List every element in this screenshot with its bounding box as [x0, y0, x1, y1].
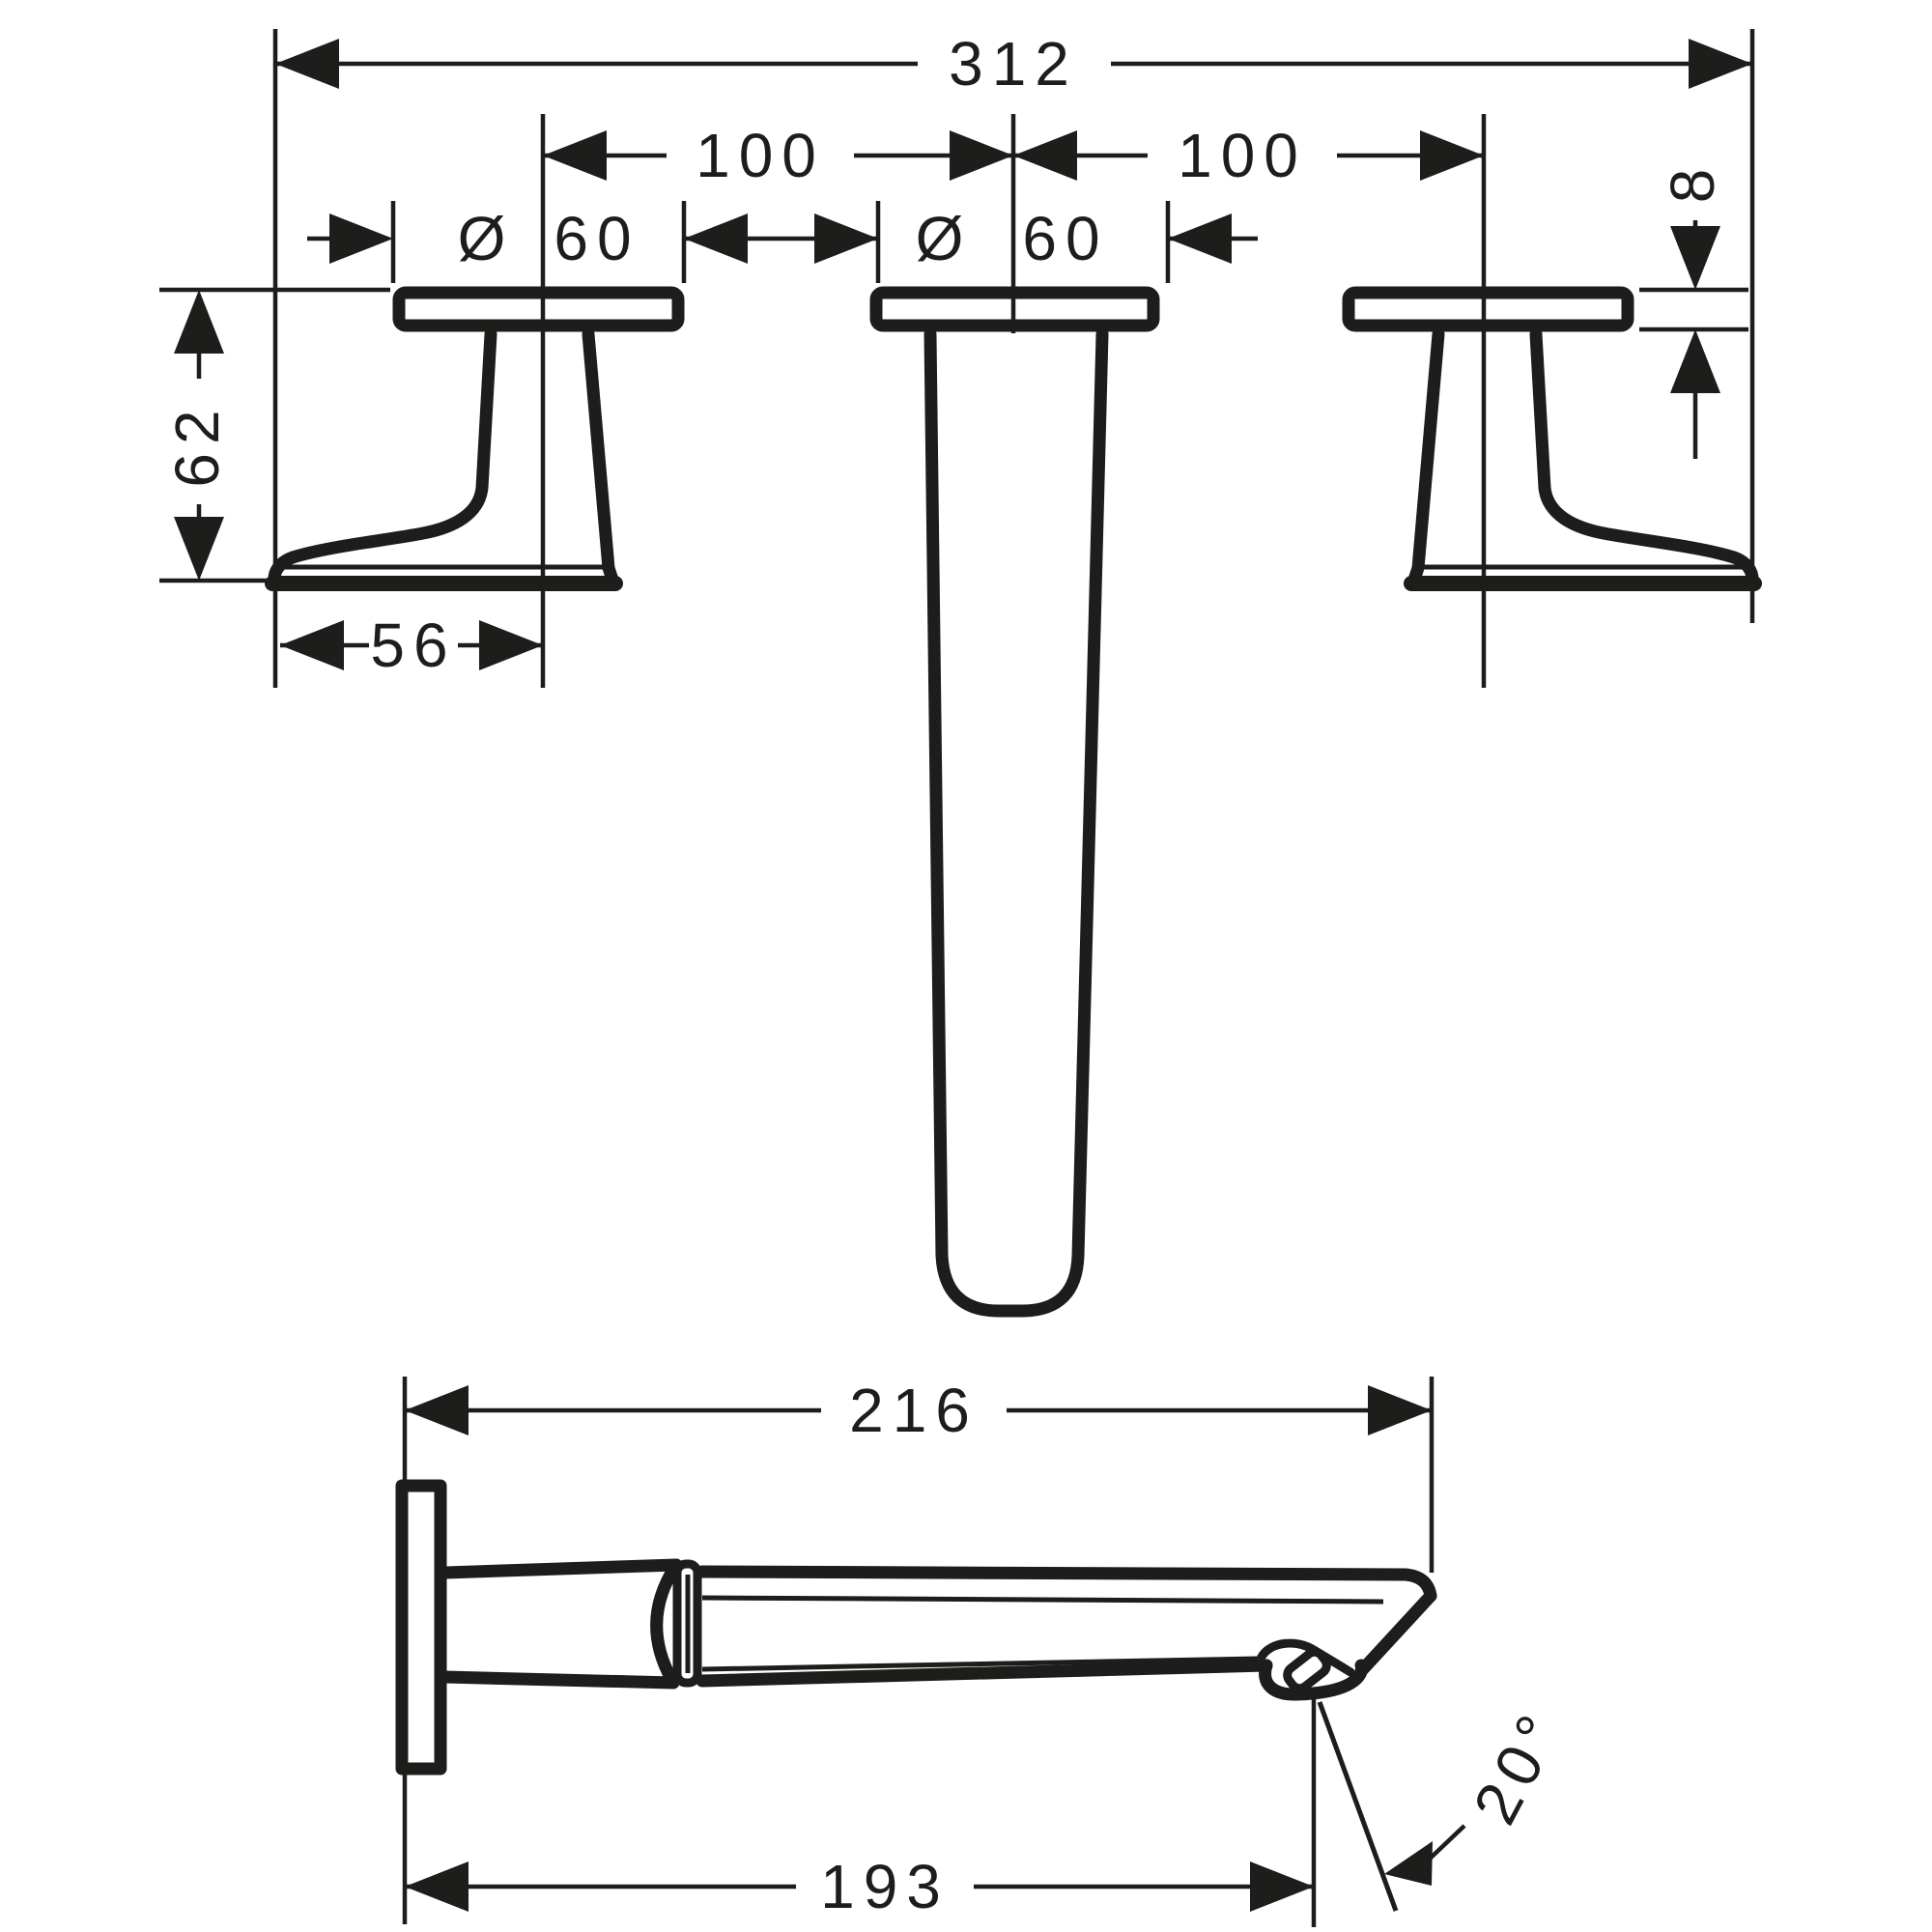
arrowhead [1384, 1841, 1433, 1886]
spout-side [395, 1479, 1437, 1776]
spout-body-end-arc [650, 1558, 683, 1686]
left-handle-grip-outline [268, 327, 497, 588]
spout-joint-ring [672, 1559, 702, 1688]
dim-spout-projection-label: 216 [849, 1376, 979, 1445]
dim-overall-width: 312 [275, 29, 1752, 99]
spout-tube-inner-bottom-line [701, 1656, 1259, 1672]
dim-handle-projection-label: 62 [162, 401, 232, 487]
wall-escutcheon-side [395, 1479, 447, 1776]
dim-aerator-distance: 193 [405, 1852, 1314, 1921]
dim-handle-grip-length: 56 [280, 611, 543, 680]
dim-right-spacing: 100 [1013, 121, 1484, 190]
spout-escutcheon-cap [869, 286, 1160, 332]
spout-tube-inner-top-line [701, 1595, 1384, 1605]
dim-left-escutcheon-diameter-value: 60 [554, 204, 639, 273]
dim-center-escutcheon-diameter-symbol: Ø [916, 204, 973, 273]
spout-tip-cut-edge [1354, 1589, 1437, 1678]
dim-center-escutcheon-diameter-value: 60 [1022, 204, 1108, 273]
aerator-face [1283, 1647, 1331, 1693]
right-escutcheon-cap [1342, 286, 1634, 332]
angle-reference-line [1317, 1701, 1399, 1912]
side-view: 216 193 20° [395, 1376, 1577, 1927]
dim-escutcheon-thickness-label: 8 [1658, 160, 1727, 204]
dim-escutcheon-thickness: 8 [1658, 160, 1727, 459]
top-view: 312 100 100 Ø 60 [159, 29, 1762, 1318]
right-handle-plan [1342, 286, 1762, 591]
dim-right-spacing-label: 100 [1178, 121, 1307, 190]
dim-handle-grip-length-label: 56 [370, 611, 456, 680]
spout-body-top-edge [439, 1558, 683, 1579]
spout-tube-bottom-edge [696, 1659, 1273, 1688]
dim-left-escutcheon-diameter-symbol: Ø [458, 204, 515, 273]
dim-spout-projection: 216 [405, 1376, 1432, 1445]
left-handle-plan [265, 286, 685, 591]
right-handle-grip-outline [1529, 327, 1759, 588]
spout-plan [869, 286, 1160, 1318]
dim-handle-projection: 62 [162, 290, 232, 581]
dim-center-escutcheon-diameter: Ø 60 [814, 204, 1258, 273]
dim-left-spacing: 100 [543, 121, 1013, 190]
left-escutcheon-cap [392, 286, 685, 332]
angle-leader-line [1426, 1824, 1466, 1862]
spout-body-bottom-edge [439, 1670, 680, 1690]
dim-aerator-distance-label: 193 [820, 1852, 950, 1921]
aerator-housing-outline [1259, 1659, 1369, 1701]
spout-tube-plan-outline [923, 327, 1109, 1318]
top-view-extension-lines [159, 29, 1755, 688]
dim-overall-width-label: 312 [949, 29, 1078, 99]
dim-left-spacing-label: 100 [696, 121, 825, 190]
